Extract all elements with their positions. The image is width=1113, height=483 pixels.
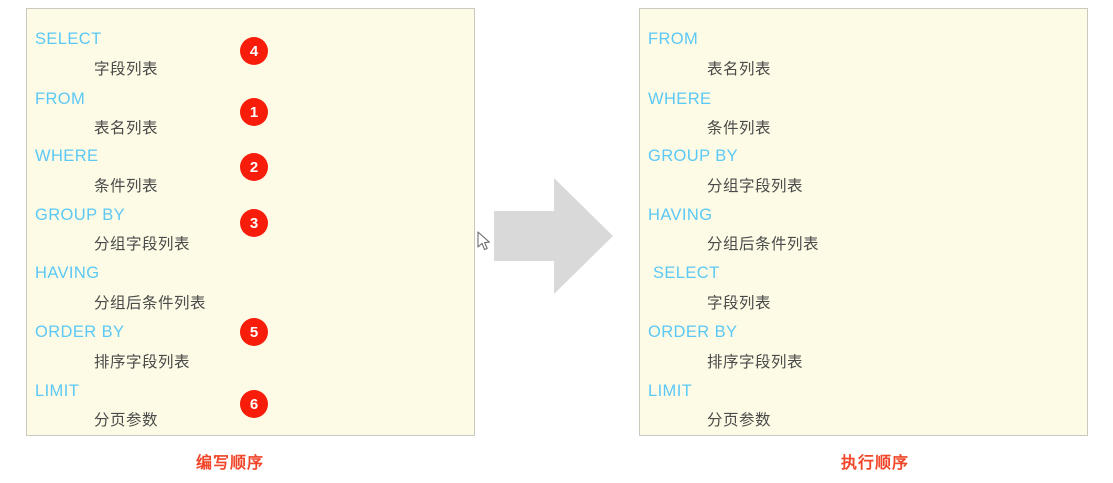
clause-keyword-limit: LIMIT [35,382,80,400]
exec-clause-keyword-limit: LIMIT [648,382,693,400]
exec-clause-keyword-order-by: ORDER BY [648,323,738,341]
order-badge-order-by: 5 [240,318,268,346]
clause-keyword-select: SELECT [35,30,102,48]
exec-clause-value-order-by: 排序字段列表 [707,354,804,371]
exec-order-clause-list: FROM 表名列表 WHERE 条件列表 GROUP BY 分组字段列表 HAV… [640,9,1087,435]
order-badge-where: 2 [240,153,268,181]
mouse-cursor-icon [477,231,491,251]
write-order-clause-list: SELECT 字段列表 FROM 表名列表 WHERE 条件列表 GROUP B… [27,9,474,435]
exec-order-caption: 执行顺序 [841,455,910,472]
clause-value-group-by: 分组字段列表 [94,236,191,253]
exec-clause-value-limit: 分页参数 [707,412,772,429]
exec-clause-value-having: 分组后条件列表 [707,236,820,253]
clause-value-from: 表名列表 [94,120,159,137]
exec-clause-value-select: 字段列表 [707,295,772,312]
exec-clause-value-group-by: 分组字段列表 [707,178,804,195]
clause-value-limit: 分页参数 [94,412,159,429]
exec-clause-keyword-select: SELECT [648,264,720,282]
exec-clause-keyword-where: WHERE [648,90,712,108]
write-order-panel: SELECT 字段列表 FROM 表名列表 WHERE 条件列表 GROUP B… [26,8,475,436]
clause-keyword-group-by: GROUP BY [35,206,126,224]
exec-clause-value-where: 条件列表 [707,120,772,137]
write-order-caption: 编写顺序 [196,455,265,472]
clause-value-order-by: 排序字段列表 [94,354,191,371]
clause-keyword-order-by: ORDER BY [35,323,125,341]
exec-clause-value-from: 表名列表 [707,61,772,78]
clause-keyword-having: HAVING [35,264,100,282]
order-badge-from: 1 [240,98,268,126]
exec-clause-keyword-having: HAVING [648,206,713,224]
order-badge-group-by: 3 [240,209,268,237]
order-badge-select: 4 [240,37,268,65]
right-arrow-icon [494,178,613,294]
order-badge-limit: 6 [240,390,268,418]
clause-value-where: 条件列表 [94,178,159,195]
clause-keyword-from: FROM [35,90,86,108]
clause-value-select: 字段列表 [94,61,159,78]
exec-order-panel: FROM 表名列表 WHERE 条件列表 GROUP BY 分组字段列表 HAV… [639,8,1088,436]
exec-clause-keyword-group-by: GROUP BY [648,147,739,165]
clause-keyword-where: WHERE [35,147,99,165]
clause-value-having: 分组后条件列表 [94,295,207,312]
exec-clause-keyword-from: FROM [648,30,699,48]
